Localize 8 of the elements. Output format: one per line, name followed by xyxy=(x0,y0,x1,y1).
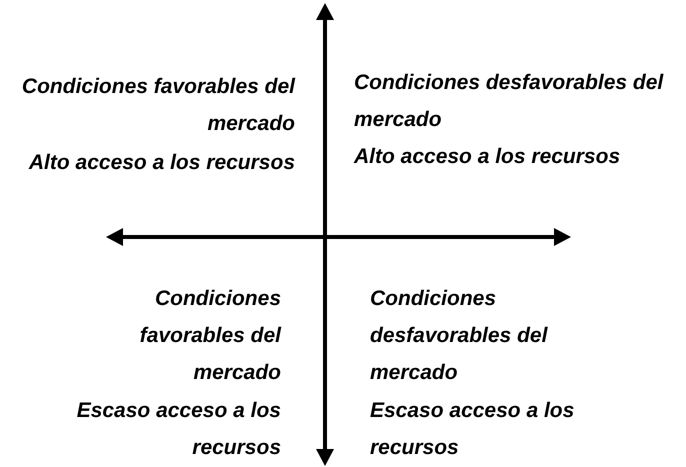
quadrant-label: Condiciones favorables del mercado xyxy=(138,286,281,386)
quadrant-label: Condiciones desfavorables del mercado xyxy=(370,286,549,386)
quadrant-label: Alto acceso a los recursos xyxy=(354,144,622,170)
quadrant-label: Alto acceso a los recursos xyxy=(28,150,295,176)
quadrant-label: Escaso acceso a los recursos xyxy=(76,398,281,461)
quadrant-label: Condiciones favorables del mercado xyxy=(20,74,295,137)
quadrant-label: Condiciones desfavorables del mercado xyxy=(354,70,664,133)
quadrant-label: Escaso acceso a los recursos xyxy=(370,398,576,461)
